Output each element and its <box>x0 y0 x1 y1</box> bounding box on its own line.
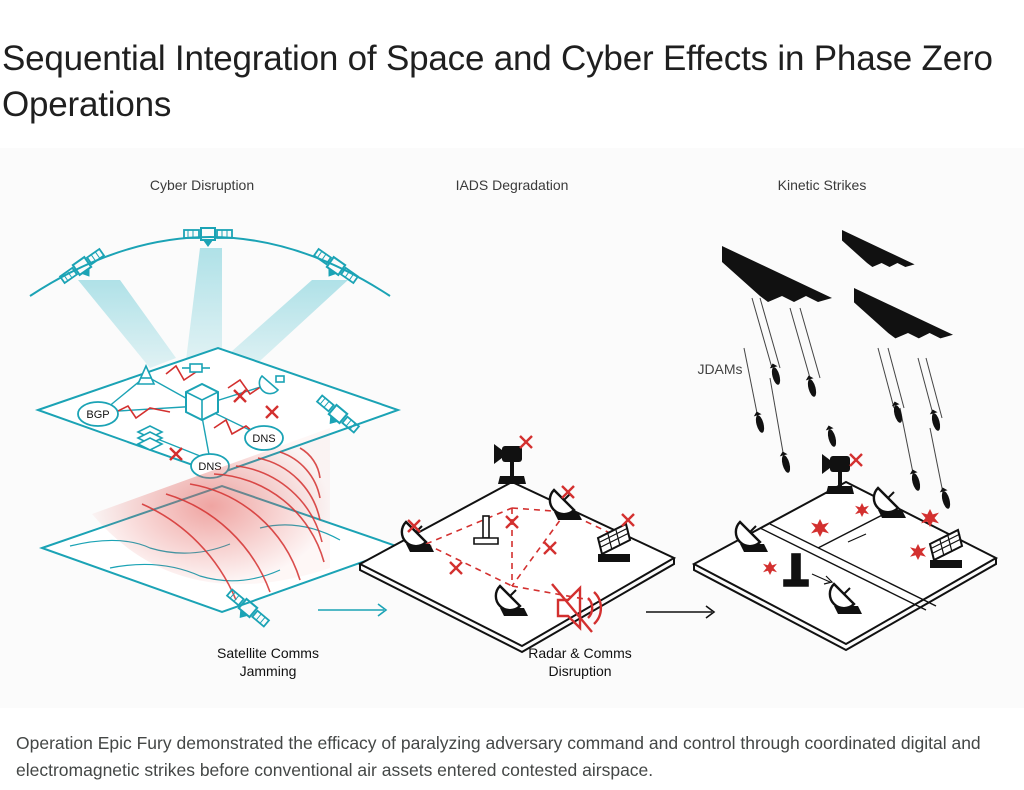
label-satellite-jamming: Satellite Comms <box>217 645 319 661</box>
jamming-cone <box>92 428 330 585</box>
stealth-bomber-icon <box>722 246 832 302</box>
dish-node-icon <box>258 374 285 395</box>
flow-arrow <box>646 605 716 619</box>
dns-node-label: DNS <box>252 433 275 445</box>
orbit-arc <box>29 236 391 297</box>
stealth-bomber-icon <box>854 288 953 339</box>
panel-heading-cyber: Cyber Disruption <box>150 177 254 193</box>
label-radar-disruption-2: Disruption <box>548 663 611 679</box>
strike-plane-edge <box>693 558 997 652</box>
server-stack-icon <box>136 425 164 451</box>
bgp-node <box>77 401 119 427</box>
strike-arrows <box>811 533 867 585</box>
iads-disrupted-links <box>425 507 613 601</box>
bgp-node-label: BGP <box>86 409 109 421</box>
tracking-radar-icon <box>494 444 526 484</box>
panel-heading-iads: IADS Degradation <box>456 177 569 193</box>
iads-plane-edge <box>359 558 675 654</box>
label-jdams: JDAMs <box>697 361 742 377</box>
server-icon <box>185 382 219 422</box>
tracking-radar-icon <box>822 454 854 494</box>
dns-node <box>244 425 284 451</box>
label-radar-disruption: Radar & Comms <box>528 645 631 661</box>
label-satellite-jamming-2: Jamming <box>240 663 297 679</box>
phased-array-icon <box>596 522 632 562</box>
jamming-waves <box>141 447 325 601</box>
satellite-beam-center <box>186 248 222 360</box>
satellite-beam-left <box>78 280 176 368</box>
panel-heading-kinetic: Kinetic Strikes <box>778 177 867 193</box>
command-tower-icon <box>473 515 499 545</box>
comms-muted-icon <box>551 583 603 633</box>
diagram: Cyber Disruption <box>0 148 1024 708</box>
satellite-beam-right <box>222 280 348 370</box>
link-broken-mark <box>620 512 636 528</box>
tower-icon <box>136 364 156 385</box>
page-title: Sequential Integration of Space and Cybe… <box>2 39 993 124</box>
figure-caption: Operation Epic Fury demonstrated the eff… <box>16 733 981 780</box>
link-broken-mark <box>518 434 534 450</box>
bomb-trails <box>743 297 945 499</box>
link-broken-mark <box>848 452 864 468</box>
stealth-bomber-icon <box>842 230 915 267</box>
diagram-canvas: Cyber Disruption <box>29 177 999 679</box>
phased-array-icon <box>928 528 964 568</box>
command-tower-icon <box>783 553 809 587</box>
drone-node-icon <box>182 363 210 373</box>
iads-plane <box>357 480 677 648</box>
flow-arrow <box>318 603 388 617</box>
